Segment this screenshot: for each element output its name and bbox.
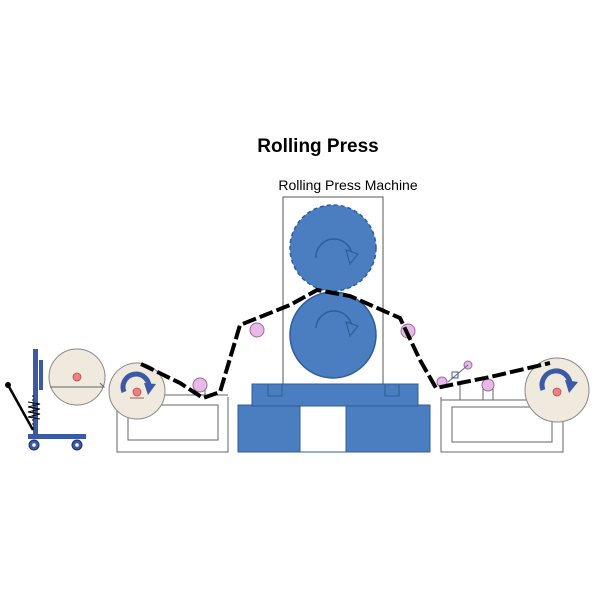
material-web bbox=[140, 287, 551, 401]
reel-lift-cart bbox=[5, 349, 86, 451]
machine-base bbox=[237, 383, 431, 453]
diagram-title: Rolling Press bbox=[257, 136, 378, 157]
machine-label: Rolling Press Machine bbox=[278, 177, 417, 193]
upper-press-roller bbox=[289, 204, 377, 292]
guide-roller-icon bbox=[249, 322, 265, 338]
guide-roller-icon bbox=[481, 378, 495, 392]
hub-icon bbox=[132, 387, 142, 397]
left-unwind-reel bbox=[108, 362, 166, 420]
clockwise-arrow-icon bbox=[315, 238, 353, 259]
hub-icon bbox=[552, 387, 562, 397]
lower-press-roller bbox=[289, 291, 377, 379]
spare-reel bbox=[48, 348, 106, 406]
guide-roller-icon bbox=[192, 377, 208, 393]
hub-icon bbox=[72, 372, 82, 382]
clockwise-arrow-icon bbox=[315, 310, 353, 331]
right-rewind-reel bbox=[524, 357, 590, 423]
